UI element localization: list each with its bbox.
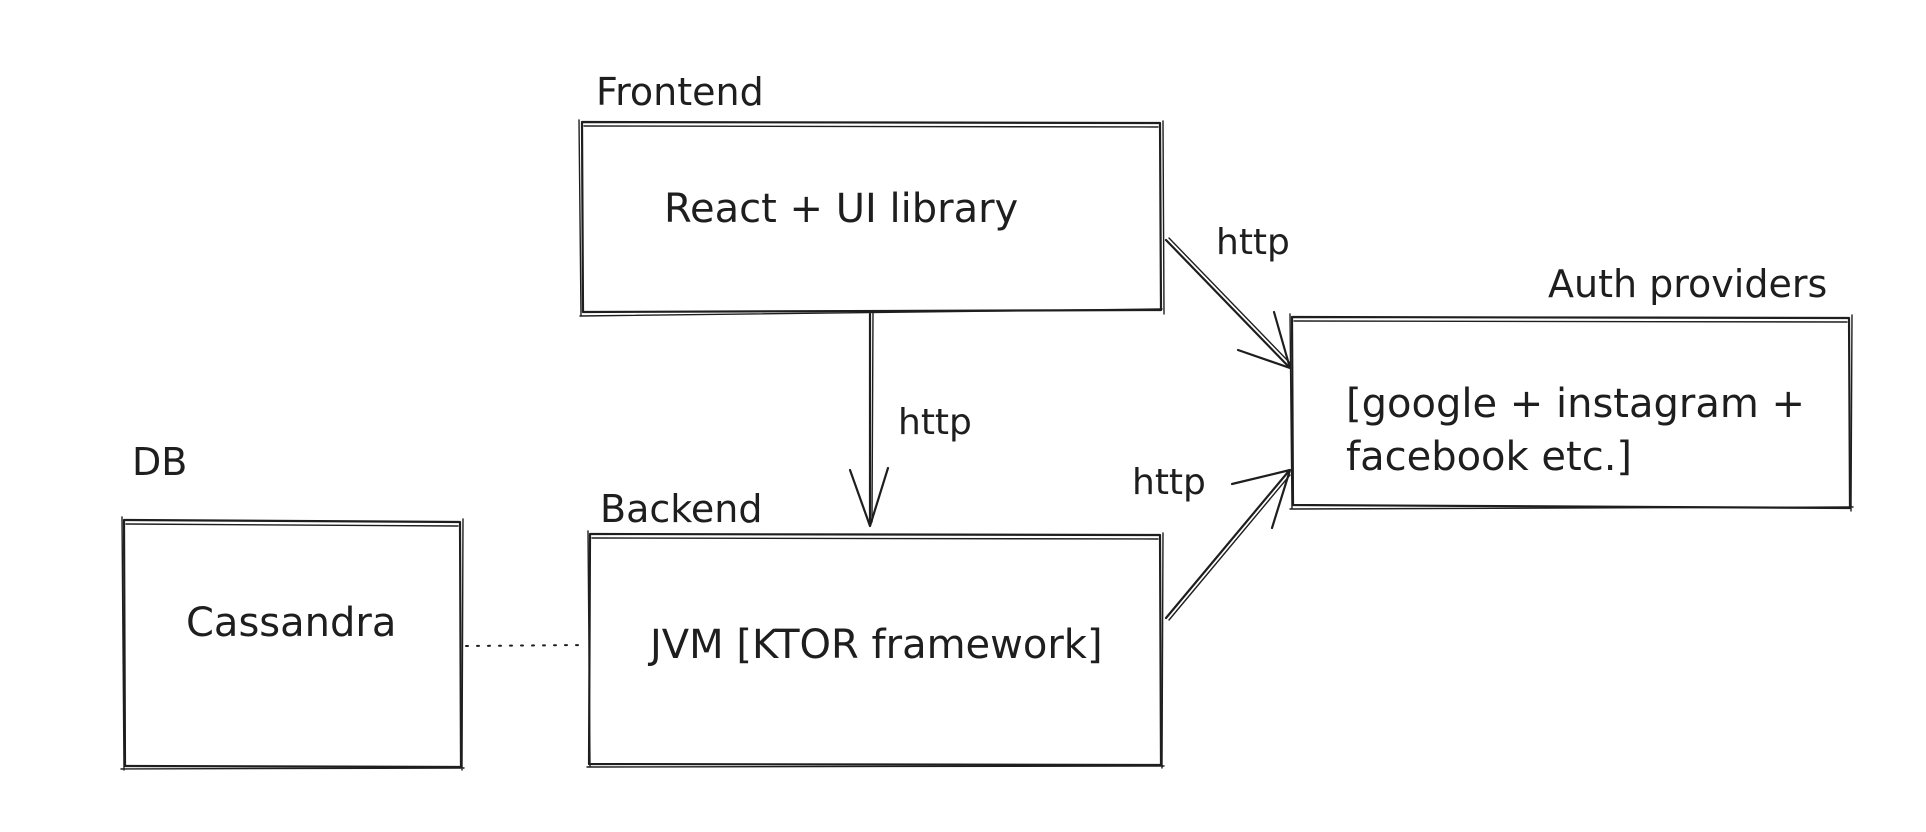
db-box-text: Cassandra (186, 600, 396, 646)
auth-group: Auth providers [google + instagram + fac… (1289, 262, 1854, 512)
backend-box-text: JVM [KTOR framework] (647, 622, 1103, 668)
edge-frontend-to-backend-label: http (898, 402, 972, 443)
db-box[interactable] (120, 516, 465, 771)
edge-frontend-to-auth: http (1164, 222, 1292, 370)
db-group: DB Cassandra (120, 440, 465, 771)
db-title: DB (132, 440, 187, 484)
edge-frontend-to-backend: http (848, 312, 972, 528)
auth-title: Auth providers (1548, 262, 1827, 306)
backend-group: Backend JVM [KTOR framework] (586, 487, 1165, 769)
auth-box-text-line1: [google + instagram + (1346, 381, 1805, 427)
auth-box[interactable] (1289, 313, 1854, 512)
edge-backend-to-auth: http (1132, 462, 1292, 621)
backend-title: Backend (600, 487, 762, 531)
frontend-box-text: React + UI library (664, 186, 1018, 232)
edge-backend-to-db (465, 644, 587, 647)
backend-box[interactable] (586, 530, 1165, 769)
frontend-title: Frontend (596, 70, 764, 114)
edge-backend-to-auth-label: http (1132, 462, 1206, 503)
auth-box-text-line2: facebook etc.] (1346, 434, 1632, 480)
frontend-box[interactable] (578, 119, 1165, 317)
frontend-group: Frontend React + UI library (578, 70, 1165, 317)
edge-frontend-to-auth-label: http (1216, 222, 1290, 263)
